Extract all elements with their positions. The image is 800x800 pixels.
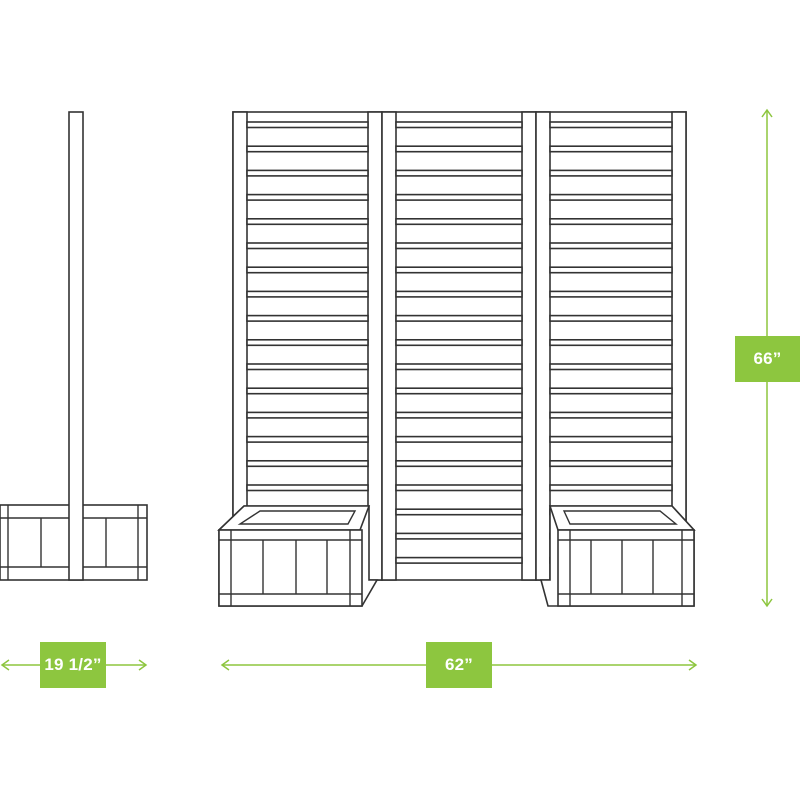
trellis-slat (246, 218, 369, 226)
trellis-slat (549, 314, 673, 322)
height-dimension-label: 66” (735, 336, 800, 382)
trellis-slat (549, 242, 673, 250)
trellis-slat (246, 387, 369, 395)
trellis-slat (395, 169, 523, 177)
trellis-slat (395, 338, 523, 347)
trellis-slat (246, 242, 369, 250)
trellis-slat (246, 363, 369, 371)
trellis-slat (395, 484, 523, 492)
trellis-slat (395, 290, 523, 298)
trellis-slat (395, 387, 523, 395)
front-view (217, 111, 696, 607)
trellis-frame (232, 111, 687, 581)
trellis-slat (246, 169, 369, 177)
trellis-slat (549, 121, 673, 129)
trellis-slat (395, 121, 523, 129)
width-dimension-label: 62” (426, 642, 492, 688)
side-view (0, 111, 148, 581)
trellis-slat (549, 387, 673, 395)
trellis-slat (395, 532, 523, 540)
trellis-slat (246, 459, 369, 468)
trellis-slat (549, 145, 673, 153)
depth-dimension-label: 19 1/2” (40, 642, 106, 688)
front-planter-box-right (539, 505, 696, 607)
trellis-slat (395, 556, 523, 564)
trellis-slat (246, 314, 369, 322)
trellis-slat (395, 459, 523, 468)
trellis-slat (395, 314, 523, 322)
trellis-slat (549, 484, 673, 492)
trellis-slat (395, 363, 523, 371)
trellis-slat (246, 484, 369, 492)
trellis-slat (395, 218, 523, 226)
trellis-slat (395, 242, 523, 250)
trellis-slat (395, 508, 523, 516)
trellis-slat (246, 338, 369, 347)
trellis-slat (246, 290, 369, 298)
trellis-slat (246, 145, 369, 153)
trellis-slat (395, 266, 523, 274)
trellis-slat (549, 338, 673, 347)
trellis-slat (246, 193, 369, 201)
trellis-slat (395, 193, 523, 201)
front-planter-box-left (217, 505, 379, 607)
trellis-slat (395, 411, 523, 419)
trellis-slat (549, 411, 673, 419)
trellis-slat (549, 218, 673, 226)
trellis-slat (246, 121, 369, 129)
trellis-slat (549, 266, 673, 274)
trellis-slat (549, 169, 673, 177)
trellis-slat (395, 145, 523, 153)
trellis-slat (549, 459, 673, 468)
trellis-slat (549, 193, 673, 201)
side-post (68, 111, 84, 581)
trellis-slat (549, 363, 673, 371)
trellis-slat (549, 435, 673, 443)
trellis-slat (246, 435, 369, 443)
trellis-slat (549, 290, 673, 298)
trellis-slat (395, 435, 523, 443)
trellis-slat (246, 411, 369, 419)
trellis-slat (246, 266, 369, 274)
